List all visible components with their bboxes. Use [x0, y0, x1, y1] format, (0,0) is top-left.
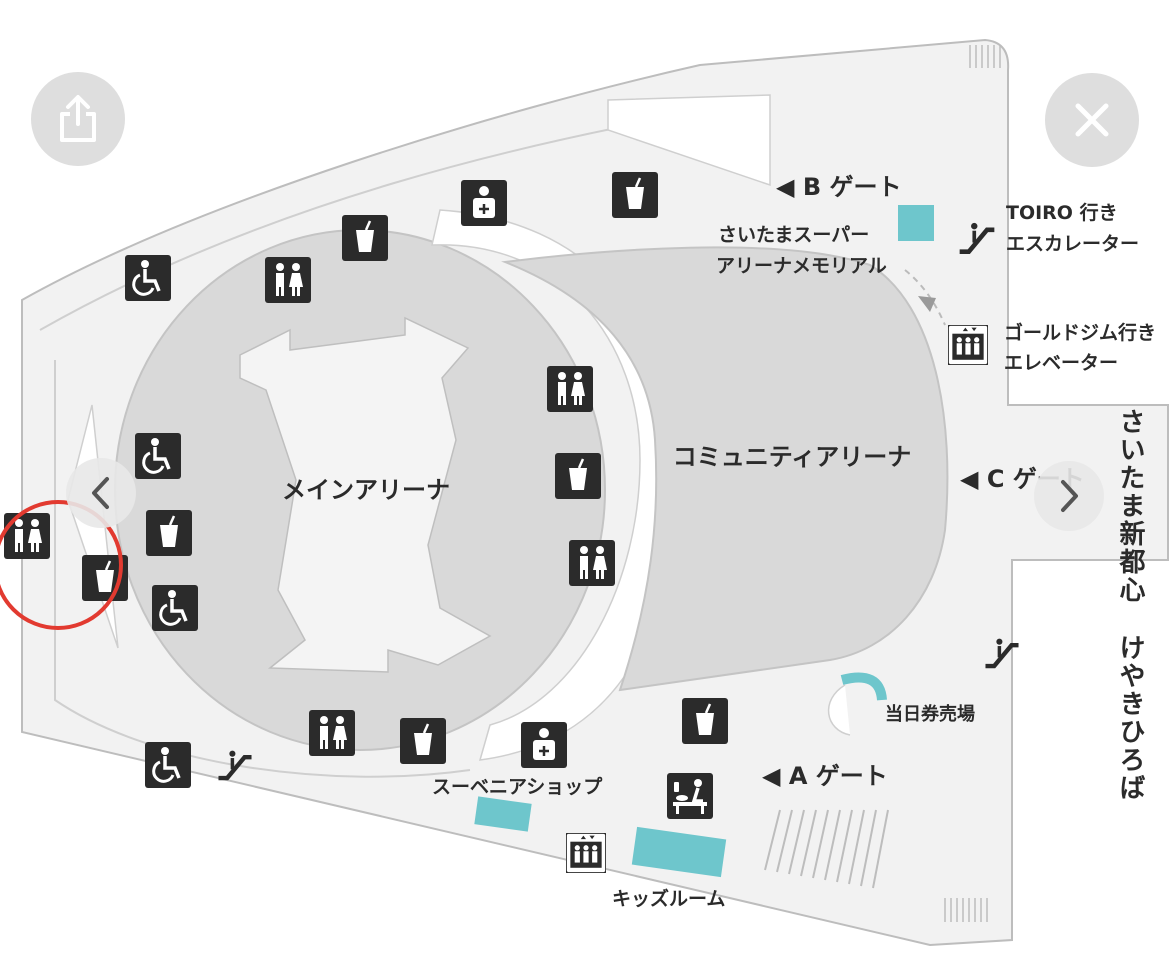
- stairs-top: [969, 45, 1001, 68]
- memorial-label-line2: アリーナメモリアル: [716, 255, 887, 277]
- stairs: [764, 809, 889, 889]
- gate-b-label: ◀ B ゲート: [776, 173, 901, 201]
- gold-gym-label-line2: エレベーター: [1004, 352, 1118, 374]
- drink-icon: [342, 215, 388, 261]
- drink-icon: [612, 172, 658, 218]
- wheelchair-icon: [145, 742, 191, 788]
- kids-room-label: キッズルーム: [612, 887, 725, 910]
- kids-room: [631, 826, 727, 878]
- share-icon: [60, 95, 96, 142]
- chevron-right-icon: [1061, 480, 1078, 512]
- chevron-left-icon: [92, 477, 109, 509]
- toiro-label-line2: エスカレーター: [1006, 233, 1139, 255]
- toiro-label-line1: TOIRO 行き: [1006, 201, 1118, 224]
- stairs-bottom-small: [944, 898, 988, 922]
- first-aid-icon: [461, 180, 507, 226]
- restroom-icon: [4, 513, 50, 559]
- memorial-room: [898, 205, 934, 241]
- next-image-button[interactable]: [1034, 461, 1104, 531]
- community-arena-label: コミュニティアリーナ: [673, 443, 912, 471]
- ticket-office-label: 当日券売場: [885, 703, 975, 725]
- close-icon: [1075, 103, 1109, 137]
- restroom-icon: [309, 710, 355, 756]
- wheelchair-icon: [125, 255, 171, 301]
- main-arena-label: メインアリーナ: [282, 476, 450, 504]
- saitama-shintoshin-label: さいたま新都心: [1115, 408, 1145, 604]
- souvenir-shop-label: スーベニアショップ: [432, 775, 603, 798]
- previous-image-button[interactable]: [66, 458, 136, 528]
- drink-icon: [146, 510, 192, 556]
- close-button[interactable]: [1045, 73, 1139, 167]
- baby-changing-icon: [667, 773, 713, 819]
- restroom-icon: [265, 257, 311, 303]
- keyaki-hiroba-label: けやきひろば: [1115, 634, 1145, 802]
- restroom-icon: [569, 540, 615, 586]
- elevator-icon: [566, 833, 606, 873]
- elevator-icon: [948, 325, 988, 365]
- share-button[interactable]: [31, 72, 125, 166]
- gate-a-label: ◀ A ゲート: [762, 762, 888, 790]
- memorial-label-line1: さいたまスーパー: [718, 224, 869, 246]
- drink-icon: [400, 718, 446, 764]
- drink-icon: [555, 453, 601, 499]
- community-arena: [501, 246, 949, 692]
- wheelchair-icon: [152, 585, 198, 631]
- souvenir-room: [474, 796, 532, 832]
- restroom-icon: [547, 366, 593, 412]
- highlight-circle: [0, 500, 123, 630]
- gold-gym-label-line1: ゴールドジム行き: [1004, 321, 1156, 344]
- main-arena-floor: [239, 316, 492, 673]
- drink-icon: [682, 698, 728, 744]
- wheelchair-icon: [135, 433, 181, 479]
- first-aid-icon: [521, 722, 567, 768]
